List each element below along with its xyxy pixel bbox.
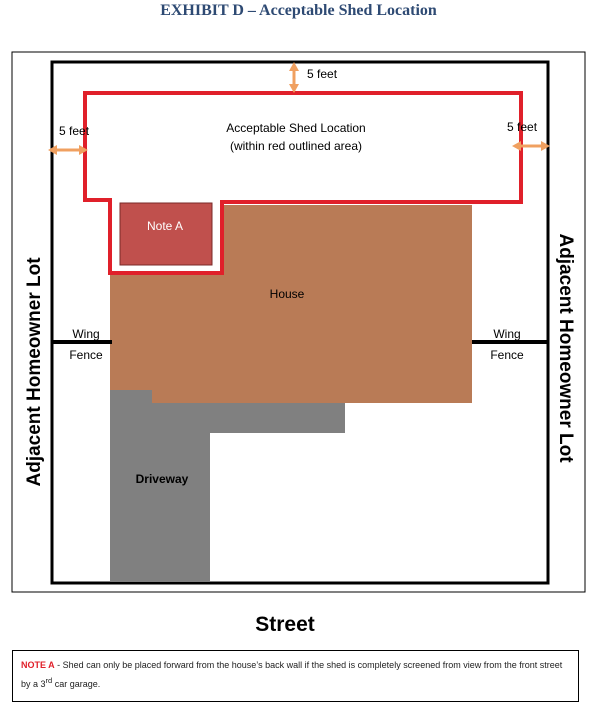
note-a-footnote-text: - Shed can only be placed forward from t… [21, 660, 563, 689]
outer-frame [11, 51, 586, 593]
right-lot-label: Adjacent Homeowner Lot [555, 233, 576, 463]
left-lot-label: Adjacent Homeowner Lot [24, 257, 45, 487]
shed-area-label: Acceptable Shed Location [226, 121, 365, 135]
street-label: Street [255, 613, 315, 636]
note-a-footnote-label: NOTE A [21, 660, 55, 670]
driveway-label: Driveway [136, 472, 189, 486]
house-label: House [270, 287, 305, 301]
top-setback-arrow [289, 62, 299, 93]
left-fence-label-1: Wing [72, 327, 99, 341]
left-fence-label-2: Fence [69, 348, 103, 362]
exhibit-title: EXHIBIT D – Acceptable Shed Location [160, 2, 437, 19]
right-setback-label: 5 feet [507, 120, 538, 134]
left-setback-label: 5 feet [59, 124, 90, 138]
right-setback-arrow [512, 141, 550, 151]
note-a-footnote: NOTE A - Shed can only be placed forward… [12, 650, 579, 702]
note-a-footnote-sup: rd [45, 676, 53, 685]
note-a-box [119, 202, 213, 266]
right-fence-label-1: Wing [493, 327, 520, 341]
top-setback-label: 5 feet [307, 67, 338, 81]
note-a-label: Note A [147, 219, 183, 233]
right-fence-label-2: Fence [490, 348, 524, 362]
note-a-footnote-text-end: car garage. [52, 679, 101, 689]
acceptable-shed-area-outline [83, 91, 523, 275]
left-setback-arrow [48, 145, 88, 155]
house [110, 205, 472, 403]
shed-area-sublabel: (within red outlined area) [230, 139, 362, 153]
lot-boundary [50, 60, 550, 585]
